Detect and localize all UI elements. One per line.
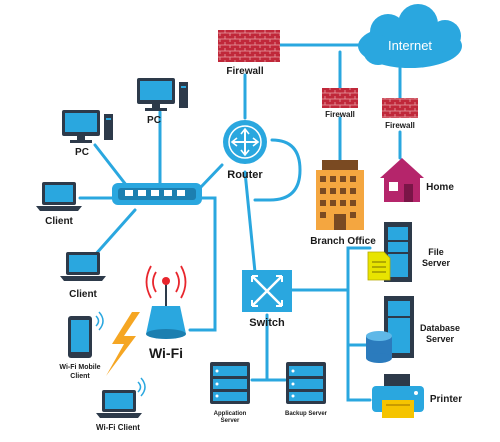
- pc-left-label: PC: [75, 147, 89, 158]
- switch: Switch: [242, 270, 292, 329]
- printer-icon: [372, 374, 424, 418]
- firewall-branch: Firewall: [322, 88, 358, 119]
- database-server-label-1: Database: [420, 323, 460, 333]
- wifi-client-label: Wi-Fi Client: [96, 423, 140, 432]
- network-hub-icon: [112, 183, 202, 205]
- server-rack-icon: [210, 362, 250, 404]
- laptop-icon: [60, 252, 106, 281]
- firewall-branch-label: Firewall: [325, 110, 355, 119]
- router-label: Router: [227, 169, 263, 181]
- desktop-pc-icon: [62, 110, 113, 143]
- wifi-access-point: Wi-Fi: [145, 265, 187, 361]
- printer-label: Printer: [430, 394, 462, 405]
- client-1-label: Client: [45, 216, 73, 227]
- internet-label: Internet: [388, 38, 432, 53]
- link-router-loop: [253, 138, 302, 202]
- laptop-icon: [96, 390, 142, 418]
- link-hub-pc-left: [93, 143, 132, 192]
- router: Router: [223, 120, 267, 181]
- pc-top-label: PC: [147, 115, 161, 126]
- wifi-client: Wi-Fi Client: [96, 377, 146, 432]
- office-building-icon: [316, 160, 364, 230]
- mobile-phone-icon: [68, 316, 92, 358]
- printer: Printer: [372, 374, 462, 418]
- link-hub-client2: [93, 208, 137, 257]
- lightning-icon: [106, 312, 140, 376]
- file-server-label-1: File: [428, 247, 444, 257]
- link-switch-app-backup: [250, 313, 287, 382]
- link-router-switch: [243, 170, 257, 274]
- connection-links: [78, 43, 402, 402]
- link-switch-db: [346, 288, 370, 347]
- document-icon: [367, 251, 391, 281]
- router-icon: [223, 120, 267, 164]
- link-switch-printer: [346, 343, 372, 402]
- cloud-icon: [358, 4, 462, 68]
- link-switch-right-bus: [290, 246, 372, 292]
- database-server: Database Server: [366, 296, 460, 363]
- wifi-mobile-label-2: Client: [70, 373, 90, 380]
- client-2-label: Client: [69, 289, 97, 300]
- firewall-home-label: Firewall: [385, 121, 415, 130]
- application-server: Application Server: [210, 362, 250, 424]
- client-2: Client: [60, 252, 106, 300]
- backup-server: Backup Server: [285, 362, 328, 417]
- internet-cloud: Internet: [358, 4, 462, 68]
- backup-server-label: Backup Server: [285, 411, 328, 417]
- pc-top: PC: [137, 78, 188, 126]
- firewall-home: Firewall: [382, 98, 418, 130]
- wifi-label: Wi-Fi: [149, 345, 183, 361]
- pc-left: PC: [62, 110, 113, 158]
- database-server-label-2: Server: [426, 334, 455, 344]
- file-server: File Server: [367, 222, 451, 282]
- wifi-signal-icon: [95, 311, 104, 331]
- network-hub: [112, 183, 202, 205]
- wifi-signal-icon: [137, 377, 146, 397]
- firewall-main-label: Firewall: [226, 66, 263, 77]
- house-icon: [380, 158, 424, 202]
- application-server-label-2: Server: [221, 418, 240, 424]
- server-rack-icon: [286, 362, 326, 404]
- file-server-label-2: Server: [422, 258, 451, 268]
- home: Home: [380, 158, 454, 202]
- link-hub-wifi: [188, 196, 217, 332]
- application-server-label-1: Application: [214, 411, 247, 417]
- brick-wall-icon: [218, 30, 280, 62]
- laptop-icon: [36, 182, 82, 211]
- database-icon: [366, 331, 392, 363]
- wifi-access-point-icon: [145, 265, 187, 339]
- brick-wall-icon: [382, 98, 418, 118]
- client-1: Client: [36, 182, 82, 227]
- wifi-mobile-client: Wi-Fi Mobile Client: [59, 311, 104, 380]
- switch-label: Switch: [249, 317, 285, 329]
- switch-icon: [242, 270, 292, 312]
- firewall-main: Firewall: [218, 30, 280, 77]
- branch-office-label: Branch Office: [310, 236, 376, 247]
- wifi-mobile-label-1: Wi-Fi Mobile: [59, 364, 100, 371]
- link-router-hub: [198, 163, 224, 190]
- desktop-pc-icon: [137, 78, 188, 111]
- branch-office: Branch Office: [310, 160, 376, 247]
- brick-wall-icon: [322, 88, 358, 108]
- home-label: Home: [426, 182, 454, 193]
